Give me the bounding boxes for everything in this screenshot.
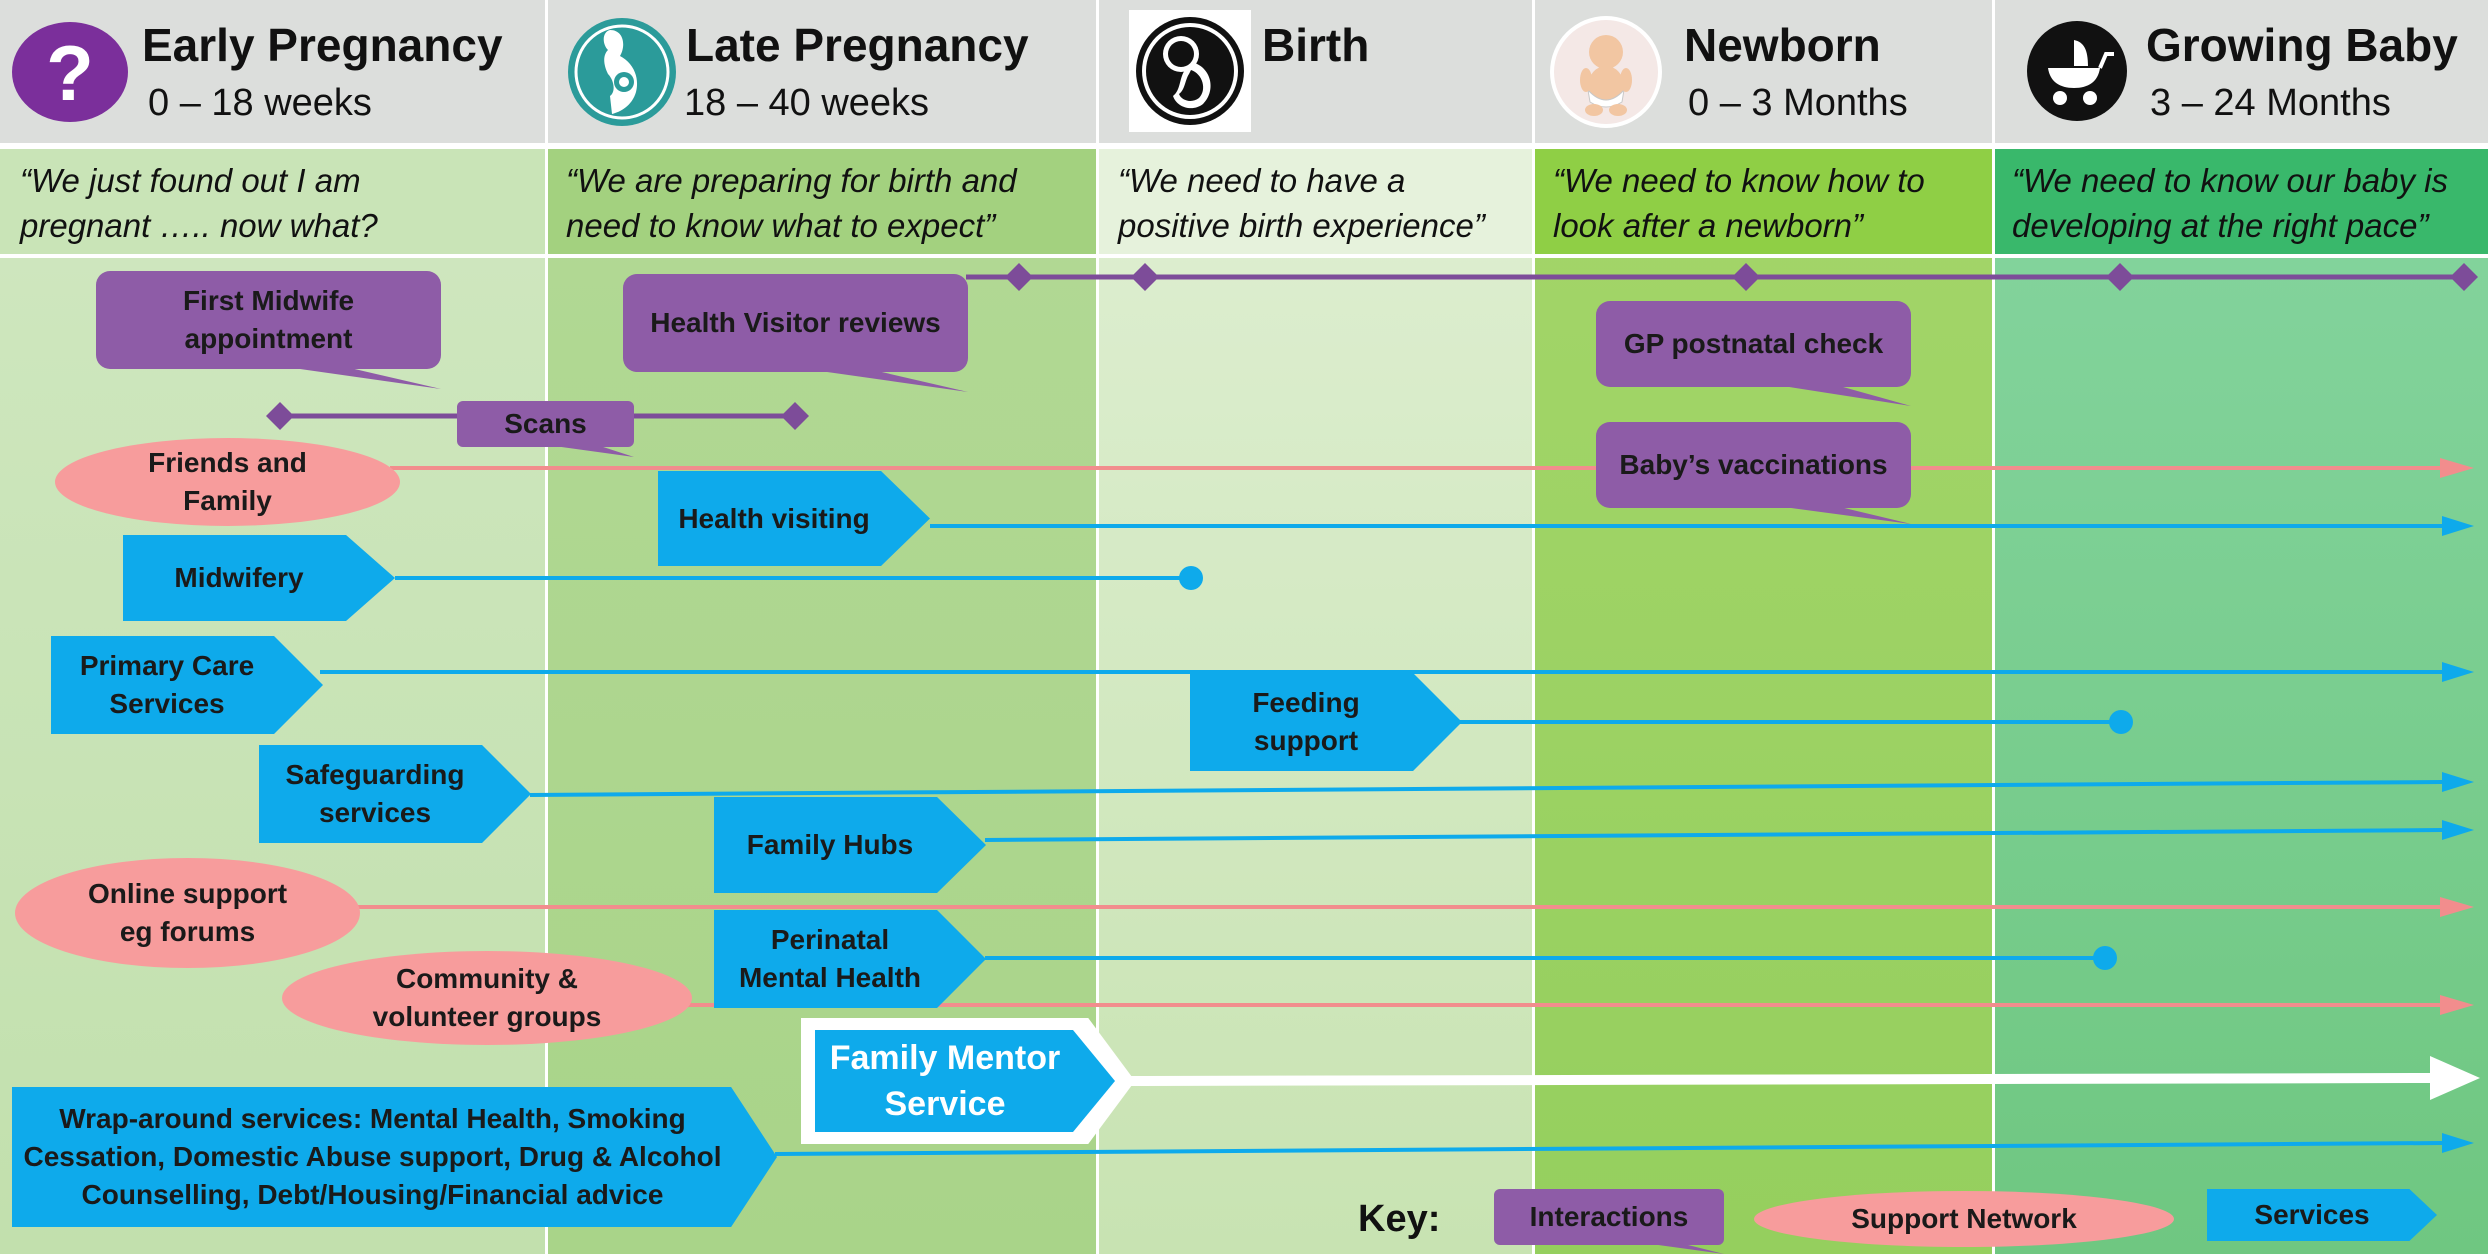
milestone-diamond — [2450, 263, 2478, 291]
primary-care-service: Primary Care Services — [51, 636, 323, 734]
family-mentor-service: Family Mentor Service — [815, 1030, 1115, 1132]
phase-title-birth: Birth — [1262, 19, 1370, 71]
gp-postnatal-check-label: GP postnatal check — [1596, 301, 1911, 387]
column-separator — [545, 0, 548, 1254]
wraparound-arrowhead — [2442, 1133, 2474, 1153]
feeding-support-service: Feeding support — [1190, 673, 1462, 771]
key-interactions: Interactions — [1494, 1189, 1724, 1254]
online-support-ellipse: Online support eg forums — [15, 858, 360, 968]
row-separator — [0, 254, 2488, 258]
perinatal-end-dot — [2093, 946, 2117, 970]
phase-subtitle-late: 18 – 40 weeks — [684, 82, 930, 124]
milestone-diamond — [1131, 263, 1159, 291]
online-support-arrowhead — [2440, 897, 2474, 917]
key-services: Services — [2207, 1189, 2437, 1241]
first-midwife-appointment-callout: First Midwife appointment — [96, 271, 441, 389]
community-volunteer-groups-ellipse: Community & volunteer groups — [282, 951, 692, 1045]
primary-care-arrowhead — [2442, 662, 2474, 682]
safeguarding-service: Safeguarding services — [259, 745, 531, 843]
friends-and-family-ellipse: Friends and Family — [55, 438, 400, 526]
question-mark-icon: ? — [10, 20, 130, 124]
gp-postnatal-check-callout: GP postnatal check — [1596, 301, 1911, 406]
health-visitor-reviews-label: Health Visitor reviews — [623, 274, 968, 372]
family-mentor-arrowhead — [2430, 1056, 2480, 1100]
key-label: Key: — [1358, 1198, 1441, 1240]
health-visiting-service: Health visiting — [658, 471, 930, 566]
milestone-diamond — [1005, 263, 1033, 291]
milestone-diamond — [2106, 263, 2134, 291]
family-hubs-line — [984, 828, 2443, 842]
health-visitor-reviews-callout: Health Visitor reviews — [623, 274, 968, 392]
first-midwife-appointment-label: First Midwife appointment — [96, 271, 441, 369]
phase-title-early: Early Pregnancy — [142, 19, 503, 71]
community-groups-arrowhead — [2440, 995, 2474, 1015]
quote-growing: “We need to know our baby is developing … — [2012, 162, 2448, 244]
quote-band-growing — [1993, 149, 2488, 255]
phase-subtitle-early: 0 – 18 weeks — [148, 82, 372, 124]
quote-band-early — [0, 149, 547, 255]
key-support-network: Support Network — [1754, 1191, 2174, 1247]
quote-early: “We just found out I am pregnant ….. now… — [20, 162, 378, 244]
feeding-support-end-dot — [2109, 710, 2133, 734]
baby-vaccinations-callout: Baby’s vaccinations — [1596, 422, 1911, 524]
quote-late: “We are preparing for birth and need to … — [566, 162, 1017, 244]
friends-family-arrowhead — [2440, 458, 2474, 478]
baby-icon — [1548, 14, 1664, 130]
phase-title-growing: Growing Baby — [2146, 19, 2458, 71]
pregnant-woman-icon — [566, 16, 678, 128]
scans-label: Scans — [457, 401, 634, 447]
baby-vaccinations-label: Baby’s vaccinations — [1596, 422, 1911, 508]
phase-subtitle-growing: 3 – 24 Months — [2150, 82, 2391, 124]
quote-newborn: “We need to know how to look after a new… — [1553, 162, 1925, 244]
family-hubs-arrowhead — [2442, 820, 2474, 840]
scans-callout: Scans — [457, 401, 634, 457]
safeguarding-line — [529, 780, 2443, 797]
health-visiting-arrowhead — [2442, 516, 2474, 536]
perinatal-mental-health-service: Perinatal Mental Health — [714, 910, 986, 1008]
column-separator — [1096, 0, 1099, 1254]
quote-band-birth — [1097, 149, 1533, 255]
key-interactions-label: Interactions — [1494, 1189, 1724, 1245]
pram-icon — [2026, 20, 2128, 122]
quote-band-newborn — [1533, 149, 1993, 255]
phase-title-late: Late Pregnancy — [686, 19, 1029, 71]
column-separator — [1992, 0, 1995, 1254]
scans-start-diamond — [266, 402, 294, 430]
column-separator — [1532, 0, 1535, 1254]
row-separator — [0, 143, 2488, 149]
safeguarding-arrowhead — [2442, 772, 2474, 792]
phase-subtitle-newborn: 0 – 3 Months — [1688, 82, 1908, 124]
scans-end-diamond — [781, 402, 809, 430]
svg-text:?: ? — [46, 29, 94, 117]
family-hubs-service: Family Hubs — [714, 797, 986, 893]
family-mentor-line — [1124, 1073, 2433, 1086]
fetus-icon — [1129, 10, 1251, 132]
quote-birth: “We need to have a positive birth experi… — [1118, 162, 1485, 244]
midwifery-end-dot — [1179, 566, 1203, 590]
phase-title-newborn: Newborn — [1684, 19, 1881, 71]
wraparound-services: Wrap-around services: Mental Health, Smo… — [12, 1087, 777, 1227]
wraparound-line — [774, 1141, 2443, 1156]
quote-band-late — [547, 149, 1097, 255]
milestone-diamond — [1732, 263, 1760, 291]
midwifery-service: Midwifery — [123, 535, 395, 621]
